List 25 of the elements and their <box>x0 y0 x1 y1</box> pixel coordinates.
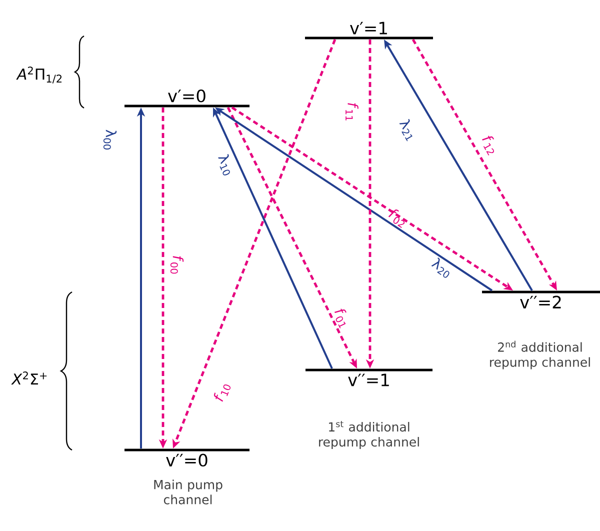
edge-label: f$_{01}$ <box>334 308 346 328</box>
node-label: v′′=1 <box>348 374 389 386</box>
node-label: v′=0 <box>168 89 206 102</box>
edge-label: f$_{11}$ <box>346 103 358 120</box>
edge-label: λ$_{10}$ <box>218 154 230 176</box>
node-label: v′=1 <box>350 22 387 34</box>
channel-caption: Main pump channel <box>154 480 222 504</box>
edge-label: f$_{00}$ <box>170 256 184 274</box>
energy-level: v′=0 <box>124 89 250 108</box>
energy-level: v′′=1 <box>306 368 432 386</box>
node-label: v′′=0 <box>166 454 208 467</box>
energy-level: v′′=2 <box>482 290 600 308</box>
channel-caption: 2$^{nd}$ additional repump channel <box>490 340 590 370</box>
edge-label: λ$_{20}$ <box>431 258 450 278</box>
energy-level: v′=1 <box>305 22 433 40</box>
node-label: v′′=2 <box>520 296 561 308</box>
channel-caption: 1$^{st}$ additional repump channel <box>319 420 419 450</box>
state-label: X$^{2}$Σ$^{+}$ <box>11 372 47 385</box>
edge-label: f$_{02}$ <box>388 209 405 228</box>
state-label: A$^{2}$Π$_{1/2}$ <box>16 66 62 84</box>
edge-label: f$_{12}$ <box>482 136 494 156</box>
energy-level: v′′=0 <box>124 448 250 467</box>
edge-label: f$_{10}$ <box>214 384 231 402</box>
edge-label: λ$_{00}$ <box>103 130 117 150</box>
edge-label: λ$_{21}$ <box>399 118 412 142</box>
